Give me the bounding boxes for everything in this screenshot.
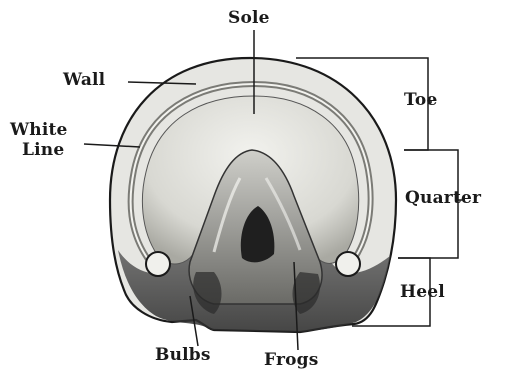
label-white-line-2: Line bbox=[22, 142, 64, 160]
label-wall: Wall bbox=[63, 72, 105, 90]
label-bulbs: Bulbs bbox=[155, 347, 211, 365]
label-frogs: Frogs bbox=[264, 352, 319, 370]
label-heel: Heel bbox=[400, 284, 445, 302]
label-quarter: Quarter bbox=[405, 190, 481, 208]
label-toe: Toe bbox=[404, 92, 437, 110]
label-white-line-1: White bbox=[10, 122, 68, 140]
label-sole: Sole bbox=[228, 10, 270, 28]
